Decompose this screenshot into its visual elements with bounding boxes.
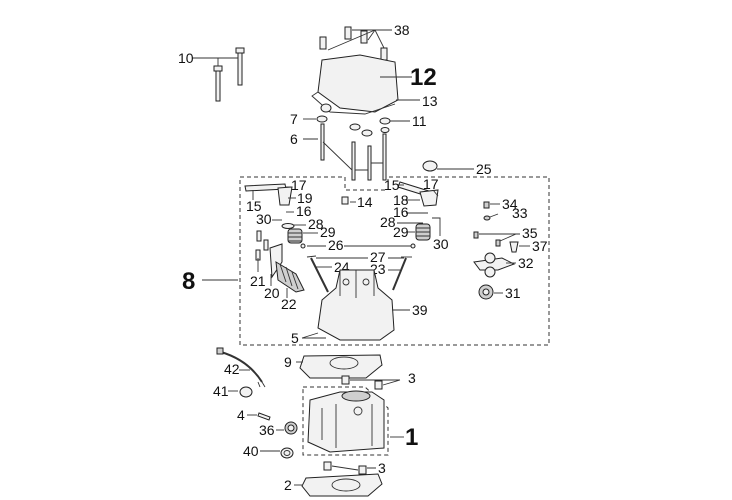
callout-18: 18 (393, 192, 409, 208)
callout-21: 21 (250, 273, 266, 289)
oil-seal-part (422, 160, 438, 172)
callout-7: 7 (290, 111, 298, 127)
cover-bolt-part (319, 26, 388, 61)
wire-harness-part (216, 347, 266, 388)
cylinder-head-part (317, 269, 395, 341)
valve-spring-part (287, 228, 303, 244)
callout-20: 20 (264, 285, 280, 301)
callout-8: 8 (182, 268, 195, 295)
callout-28a: 28 (308, 216, 324, 232)
callout-40: 40 (243, 443, 259, 459)
callout-17b: 17 (423, 176, 439, 192)
callout-25: 25 (476, 161, 492, 177)
o-ring-part (280, 447, 294, 459)
callout-34: 34 (502, 196, 518, 212)
exhaust-valve-part (310, 257, 329, 293)
dowel-pin-part-lower (323, 461, 332, 471)
thermostat-part (478, 284, 494, 300)
callout-5: 5 (291, 330, 299, 346)
callout-37: 37 (532, 238, 548, 254)
callout-30b: 30 (433, 236, 449, 252)
callout-2: 2 (284, 477, 292, 493)
valve-cotter-part (300, 243, 306, 249)
long-bolt-part (213, 47, 245, 102)
washer-part (316, 103, 391, 137)
callout-16a: 16 (296, 203, 312, 219)
callout-30a: 30 (256, 211, 272, 227)
valve-retainer-part (281, 223, 295, 229)
cylinder-head-group-outline (239, 176, 550, 346)
dowel-pin-part-upper (341, 375, 350, 385)
callout-41: 41 (213, 383, 229, 399)
temperature-sensor-part (509, 241, 519, 253)
cylinder-group-outline (302, 386, 389, 456)
callout-9: 9 (284, 354, 292, 370)
callout-13: 13 (422, 93, 438, 109)
cylinder-base-gasket-part (301, 473, 383, 497)
callout-11: 11 (412, 113, 427, 129)
callout-1: 1 (405, 424, 418, 451)
callout-31: 31 (505, 285, 521, 301)
callout-28b: 28 (380, 214, 396, 230)
callout-35: 35 (522, 225, 538, 241)
callout-36: 36 (259, 422, 275, 438)
washer-part-small (483, 215, 491, 221)
callout-12: 12 (410, 64, 437, 91)
intake-valve-part (392, 257, 407, 291)
bolt-part-small (473, 231, 479, 239)
callout-15b: 15 (384, 177, 400, 193)
callout-16b: 16 (393, 204, 409, 220)
cylinder-part (307, 390, 385, 453)
screw-part (483, 201, 490, 209)
valve-spring-part-right (415, 223, 431, 241)
callout-29a: 29 (320, 224, 336, 240)
callout-19: 19 (297, 190, 313, 206)
callout-29b: 29 (393, 224, 409, 240)
callout-32: 32 (518, 255, 534, 271)
cylinder-head-cover-part (317, 54, 399, 113)
callout-39: 39 (412, 302, 428, 318)
stud-bolt-part (320, 123, 387, 181)
callout-4: 4 (237, 407, 245, 423)
dowel-pin-part (341, 196, 349, 205)
camshaft-part (275, 261, 305, 293)
callout-6: 6 (290, 131, 298, 147)
callout-3a: 3 (408, 370, 416, 386)
callout-38: 38 (394, 22, 410, 38)
cap-part (239, 386, 253, 398)
callout-27: 27 (370, 249, 386, 265)
camshaft-bolt-part (255, 230, 269, 261)
thermostat-housing-part (473, 252, 516, 278)
callout-26: 26 (328, 237, 344, 253)
callout-17a: 17 (291, 177, 307, 193)
callout-10: 10 (178, 50, 194, 66)
callout-22: 22 (281, 296, 297, 312)
callout-3b: 3 (378, 460, 386, 476)
cylinder-head-gasket-part (299, 354, 383, 379)
callout-33: 33 (512, 205, 528, 221)
fitting-part (284, 421, 298, 435)
bolt-part-4 (257, 412, 271, 421)
callout-42: 42 (224, 361, 240, 377)
rocker-arm-part (277, 186, 293, 206)
callout-14: 14 (357, 194, 373, 210)
rocker-arm-part-right (419, 189, 439, 207)
camshaft-retainer-plate-part (269, 243, 283, 279)
callout-15a: 15 (246, 198, 262, 214)
